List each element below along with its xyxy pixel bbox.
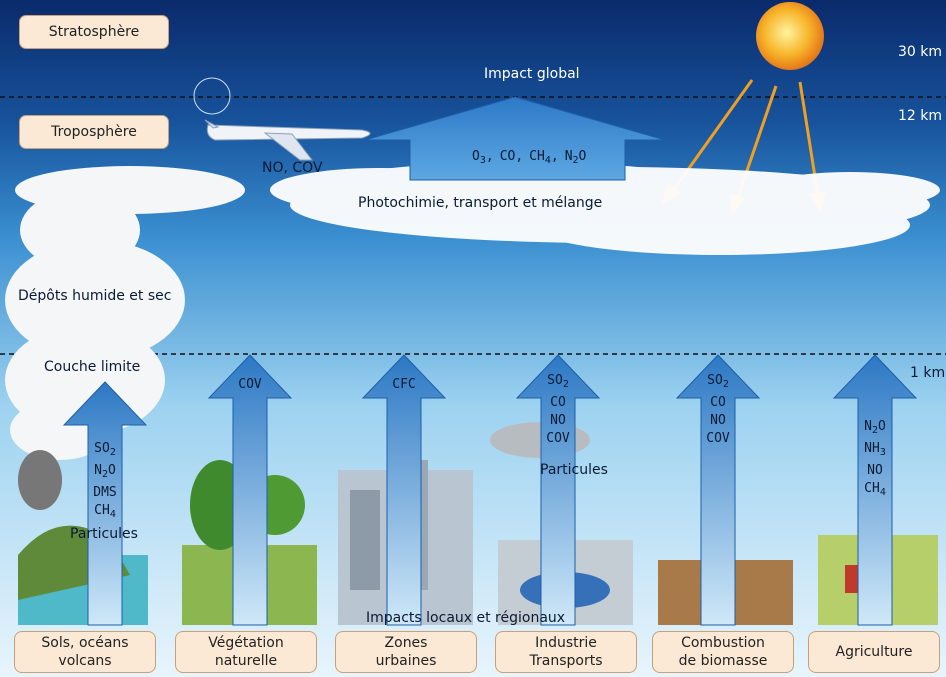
impact-global-label: Impact global [484,66,580,82]
gas-label: SO2 [94,441,116,458]
gas-label: NH3 [864,441,886,458]
arrow-agriculture [832,354,918,626]
source-combustion-line2: de biomasse [678,653,768,669]
stratosphere-text: Stratosphère [48,24,140,40]
gas-label: NO [710,413,726,428]
source-industrie-line1: Industrie [535,635,597,651]
source-urbaines-line2: urbaines [375,653,437,669]
global-impact-arrow [364,96,666,181]
gas-label: SO2 [707,373,729,390]
photochimie-label: Photochimie, transport et mélange [358,195,603,211]
gas-label: COV [546,431,570,446]
altitude-12km: 12 km [898,108,943,124]
gas-label: CFC [392,377,416,392]
airplane-icon [193,77,371,161]
source-vegetation-line2: naturelle [214,653,278,669]
source-sols: Sols, océans volcans [14,631,156,673]
gas-label: DMS [93,485,117,500]
particules-sols-label: Particules [70,526,138,542]
source-agriculture: Agriculture [808,631,940,673]
source-arrows [62,354,918,626]
source-combustion: Combustion de biomasse [652,631,794,673]
gas-label: CO [550,395,566,410]
gases-urbaines: CFC [379,376,429,394]
gases-vegetation: COV [225,376,275,394]
sun-icon [756,2,824,70]
altitude-30km: 30 km [898,44,943,60]
gas-label: N2O [864,419,886,436]
particules-industrie-label: Particules [540,462,608,478]
source-vegetation-line1: Végétation [208,635,284,651]
source-agriculture-line1: Agriculture [835,644,913,660]
arrow-industrie [515,354,601,626]
plane-emissions-label: NO, COV [262,160,323,176]
gas-label: CH4 [94,503,116,520]
gas-label: COV [706,431,730,446]
arrow-urbaines [361,354,447,626]
depots-label: Dépôts humide et sec [18,288,172,304]
altitude-1km: 1 km [910,365,946,381]
troposphere-text: Troposphère [51,124,137,140]
global-gas: CO, [499,149,524,164]
gas-label: NO [867,463,883,478]
arrow-combustion [675,354,761,626]
global-gases: O3, CO, CH4, N2O [472,148,586,170]
gas-label: NO [550,413,566,428]
global-gas: CH4, [529,149,559,166]
gas-label: SO2 [547,373,569,390]
source-combustion-line1: Combustion [681,635,765,651]
source-urbaines: Zones urbaines [335,631,477,673]
source-sols-line1: Sols, océans [41,635,129,651]
gas-label: N2O [94,463,116,480]
source-industrie-line2: Transports [529,653,603,669]
source-sols-line2: volcans [58,653,112,669]
source-industrie: Industrie Transports [495,631,637,673]
global-gas: N2O [564,149,587,166]
gas-label: CH4 [864,481,886,498]
troposphere-label: Troposphère [19,115,169,149]
source-vegetation: Végétation naturelle [175,631,317,673]
source-urbaines-line1: Zones [384,635,428,651]
couche-limite-label: Couche limite [44,359,141,375]
stratosphere-label: Stratosphère [19,15,169,49]
gas-label: CO [710,395,726,410]
arrow-sols [62,381,148,626]
arrow-vegetation [207,354,293,626]
global-gas: O3, [472,149,494,166]
gas-label: COV [238,377,262,392]
impacts-locaux-label: Impacts locaux et régionaux [366,610,566,626]
